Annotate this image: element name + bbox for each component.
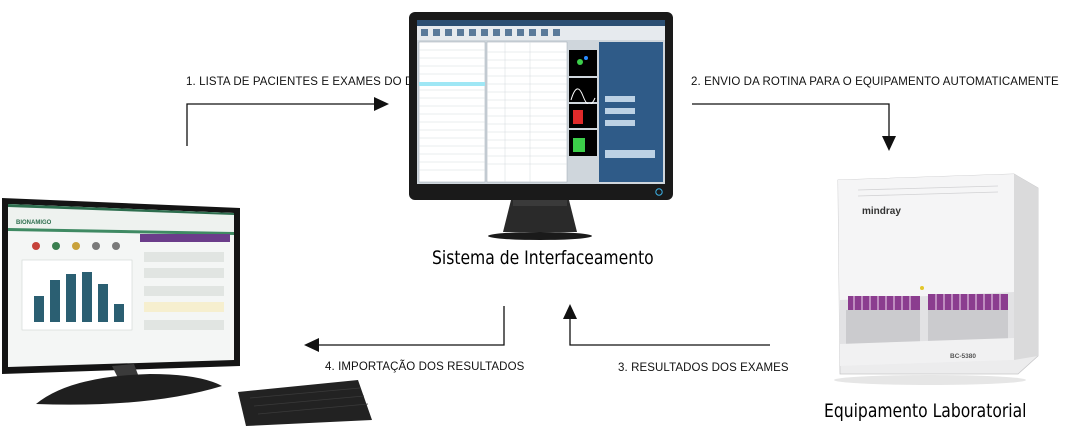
step3-label: 3. RESULTADOS DOS EXAMES [618, 362, 789, 374]
device-model: BC-5380 [950, 353, 976, 360]
lab-analyzer: mindray BC-5380 [818, 160, 1042, 394]
arrow-step1-head [374, 97, 389, 111]
lis-computer: BIONAMIGO [0, 194, 372, 426]
arrow-step2 [692, 104, 889, 138]
lab-equipment-label: Equipamento Laboratorial [824, 400, 1026, 422]
arrow-step1 [187, 104, 376, 146]
arrow-step2-head [882, 136, 896, 151]
lis-logo: BIONAMIGO [16, 220, 52, 226]
device-brand: mindray [862, 206, 901, 217]
interface-system-label: Sistema de Interfaceamento [432, 247, 654, 269]
interface-monitor [405, 10, 675, 242]
arrow-step3-head [563, 304, 577, 319]
tube-rack-right [928, 294, 1008, 310]
step1-label: 1. LISTA DE PACIENTES E EXAMES DO DIA [186, 76, 424, 88]
arrow-step3 [570, 317, 770, 345]
step2-label: 2. ENVIO DA ROTINA PARA O EQUIPAMENTO AU… [691, 76, 1059, 88]
tube-rack-left [848, 296, 920, 310]
